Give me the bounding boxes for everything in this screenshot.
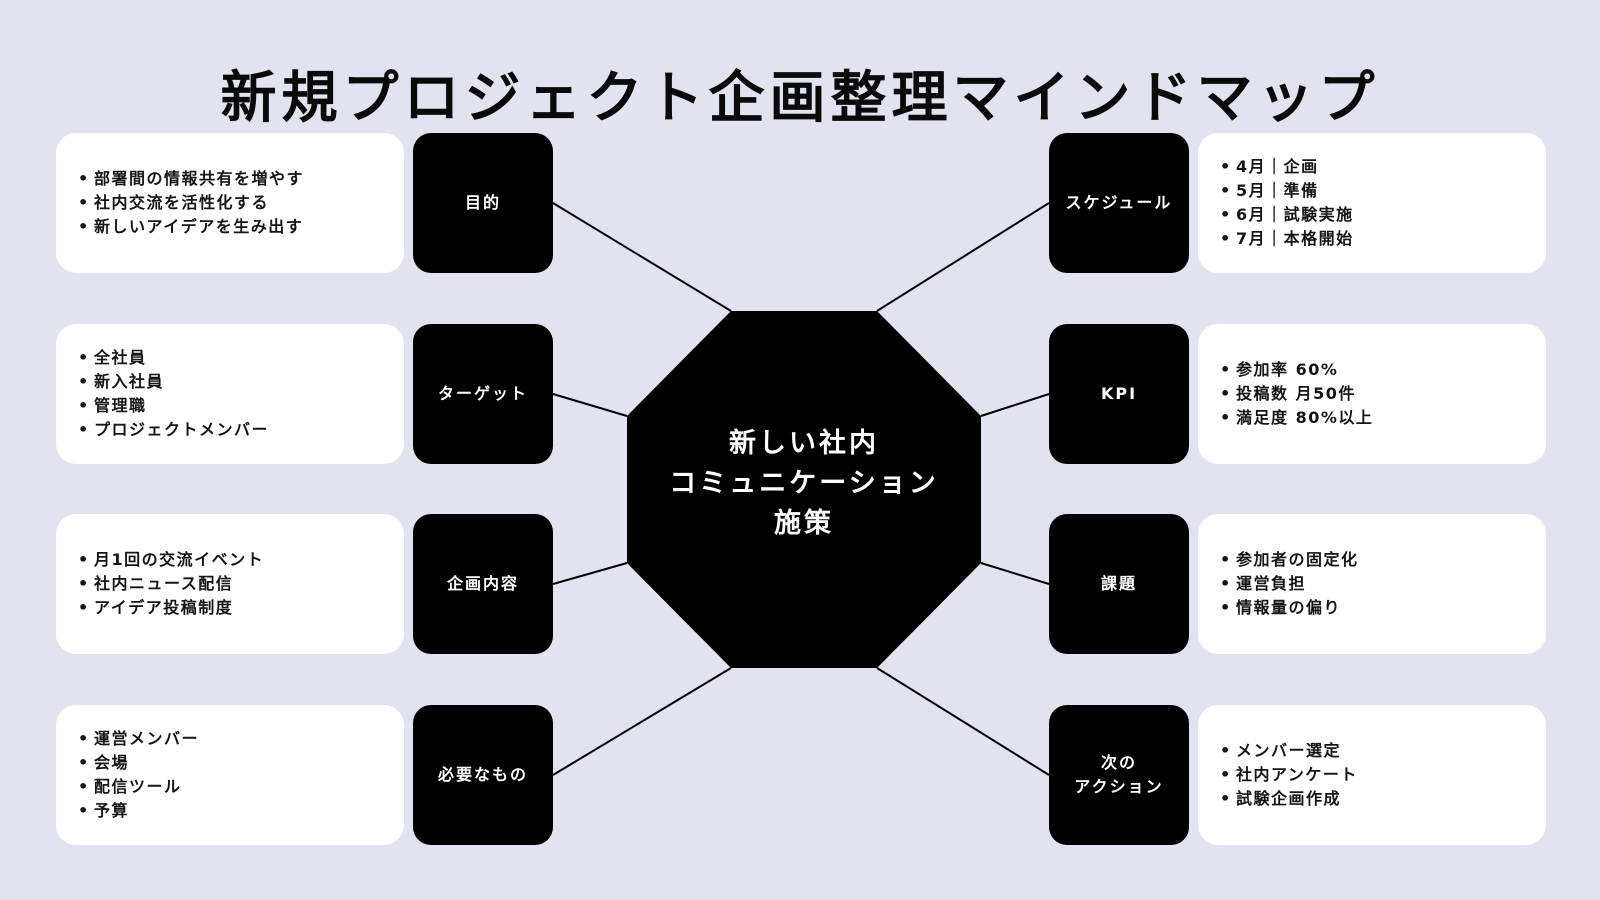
center-line-3: 施策 [774,508,834,539]
list-item: 社内交流を活性化する [78,191,304,215]
connector-issues [980,562,1050,585]
goal-list: 部署間の情報共有を増やす 社内交流を活性化する 新しいアイデアを生み出す [78,167,304,239]
list-item: 情報量の偏り [1220,596,1359,620]
list-item: 全社員 [78,346,269,370]
requirements-list: 運営メンバー 会場 配信ツール 予算 [78,727,199,823]
schedule-node: スケジュール [1049,133,1189,273]
list-item: 投稿数 月50件 [1220,382,1373,406]
connector-requirements [552,667,732,776]
list-item: 社内アンケート [1220,763,1358,787]
list-item: 運営負担 [1220,572,1359,596]
issues-list: 参加者の固定化 運営負担 情報量の偏り [1220,548,1359,620]
page-title: 新規プロジェクト企画整理マインドマップ [220,65,1380,131]
connector-next-action [876,667,1050,776]
list-item: 部署間の情報共有を増やす [78,167,304,191]
list-item: 予算 [78,799,199,823]
kpi-node: KPI [1049,324,1189,464]
connector-kpi [980,393,1050,417]
connector-plan-content [552,562,628,585]
connector-goal [552,202,732,312]
target-card: 全社員 新入社員 管理職 プロジェクトメンバー [56,324,404,464]
target-node: ターゲット [413,324,553,464]
goal-card: 部署間の情報共有を増やす 社内交流を活性化する 新しいアイデアを生み出す [56,133,404,273]
list-item: 参加者の固定化 [1220,548,1359,572]
list-item: 6月｜試験実施 [1220,203,1354,227]
list-item: 運営メンバー [78,727,199,751]
list-item: 新入社員 [78,370,269,394]
connector-target [552,393,628,417]
center-line-2: コミュニケーション [669,468,939,499]
schedule-card: 4月｜企画 5月｜準備 6月｜試験実施 7月｜本格開始 [1198,133,1546,273]
center-node-label: 新しい社内 コミュニケーション 施策 [626,424,982,544]
kpi-card: 参加率 60% 投稿数 月50件 満足度 80%以上 [1198,324,1546,464]
list-item: 参加率 60% [1220,358,1373,382]
goal-node: 目的 [413,133,553,273]
list-item: 試験企画作成 [1220,787,1358,811]
list-item: 5月｜準備 [1220,179,1354,203]
list-item: 満足度 80%以上 [1220,406,1373,430]
center-line-1: 新しい社内 [729,428,879,459]
requirements-node: 必要なもの [413,705,553,845]
list-item: 月1回の交流イベント [78,548,264,572]
list-item: メンバー選定 [1220,739,1358,763]
list-item: 配信ツール [78,775,199,799]
next-action-card: メンバー選定 社内アンケート 試験企画作成 [1198,705,1546,845]
next-action-list: メンバー選定 社内アンケート 試験企画作成 [1220,739,1358,811]
target-list: 全社員 新入社員 管理職 プロジェクトメンバー [78,346,269,442]
plan-content-card: 月1回の交流イベント 社内ニュース配信 アイデア投稿制度 [56,514,404,654]
list-item: 7月｜本格開始 [1220,227,1354,251]
list-item: 会場 [78,751,199,775]
list-item: 管理職 [78,394,269,418]
issues-card: 参加者の固定化 運営負担 情報量の偏り [1198,514,1546,654]
connector-schedule [876,202,1050,312]
list-item: 社内ニュース配信 [78,572,264,596]
list-item: 4月｜企画 [1220,155,1354,179]
schedule-list: 4月｜企画 5月｜準備 6月｜試験実施 7月｜本格開始 [1220,155,1354,251]
kpi-list: 参加率 60% 投稿数 月50件 満足度 80%以上 [1220,358,1373,430]
requirements-card: 運営メンバー 会場 配信ツール 予算 [56,705,404,845]
list-item: プロジェクトメンバー [78,418,269,442]
list-item: 新しいアイデアを生み出す [78,215,304,239]
plan-content-node: 企画内容 [413,514,553,654]
issues-node: 課題 [1049,514,1189,654]
plan-content-list: 月1回の交流イベント 社内ニュース配信 アイデア投稿制度 [78,548,264,620]
next-action-node: 次の アクション [1049,705,1189,845]
list-item: アイデア投稿制度 [78,596,264,620]
